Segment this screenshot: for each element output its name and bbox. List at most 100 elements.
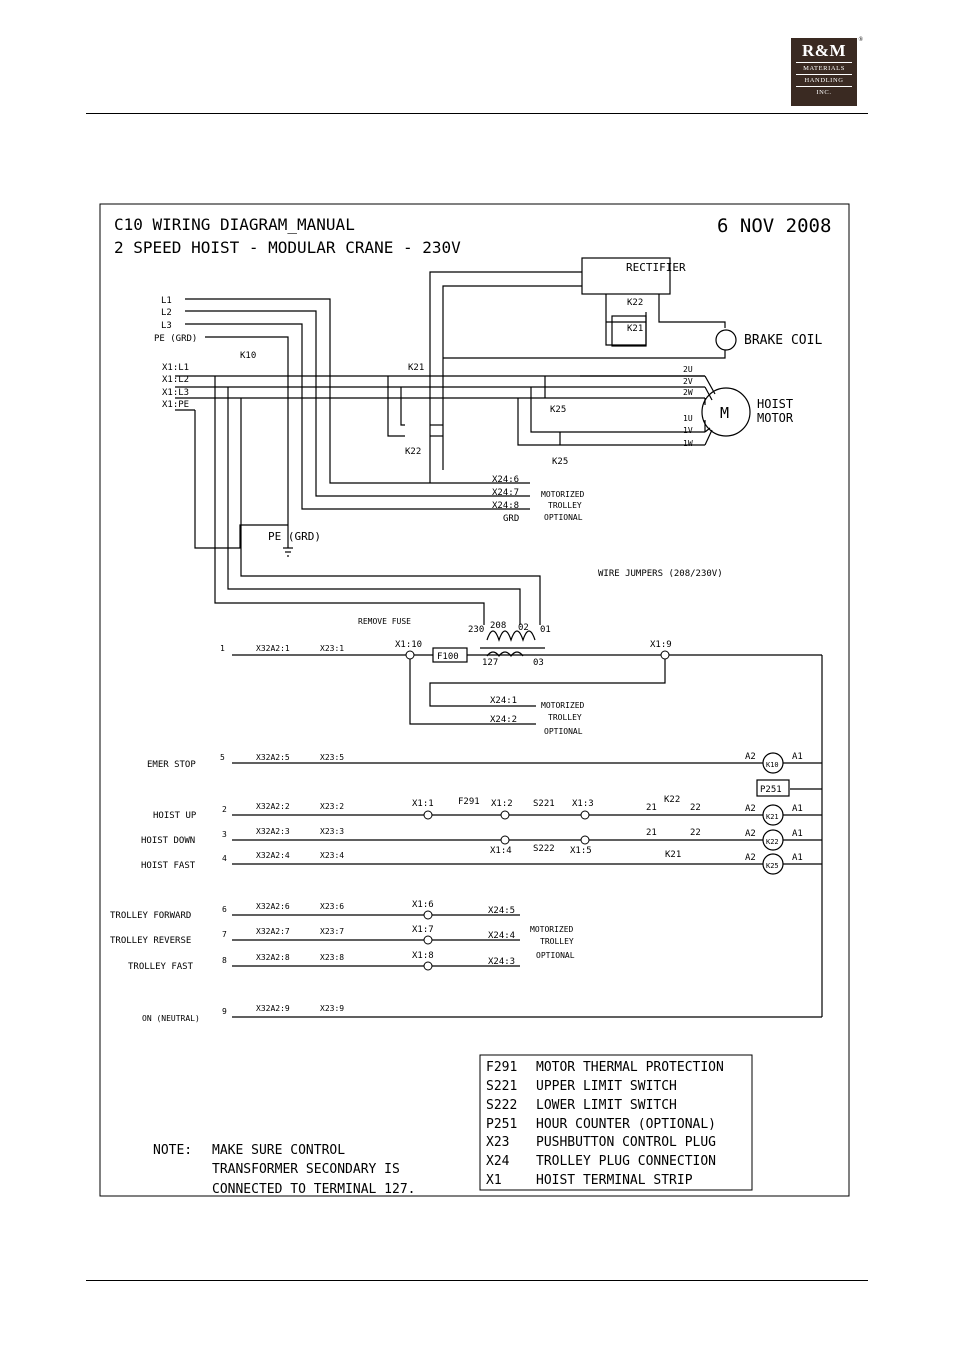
label-trolley-2: TROLLEY xyxy=(548,713,582,722)
label-hoist-down: HOIST DOWN xyxy=(141,836,195,846)
diagram-title: C10 WIRING DIAGRAM_MANUAL xyxy=(114,215,355,234)
label-k21-rect: K21 xyxy=(627,324,643,334)
label-optional-1: OPTIONAL xyxy=(544,513,583,522)
terminal-2w: 2W xyxy=(683,388,693,397)
label-t03: 03 xyxy=(533,658,544,668)
legend-code: X24 xyxy=(486,1154,510,1169)
label-p251: P251 xyxy=(760,785,782,795)
label-x1-2: X1:2 xyxy=(491,799,513,809)
row-x23: X23:9 xyxy=(320,1004,344,1013)
brake-coil-symbol xyxy=(715,329,737,351)
label-s222: S222 xyxy=(533,844,555,854)
label-trolley-fast: TROLLEY FAST xyxy=(128,962,194,972)
label-x1-1: X1:1 xyxy=(412,799,434,809)
row-x32: X32A2:6 xyxy=(256,902,290,911)
label-k21-ctrl: K21 xyxy=(665,850,681,860)
label-pe-mid: PE (GRD) xyxy=(268,530,321,543)
coil-label-k22: K22 xyxy=(766,838,779,846)
rectifier-box xyxy=(581,257,671,295)
label-x24-5: X24:5 xyxy=(488,906,515,916)
coil-k10 xyxy=(762,752,784,774)
hoist-label: HOIST xyxy=(757,397,793,411)
registered-mark: ® xyxy=(858,37,863,43)
label-x1l1: X1:L1 xyxy=(162,363,189,373)
row-x23: X23:4 xyxy=(320,851,344,860)
row-num: 8 xyxy=(222,956,227,965)
label-x1-5: X1:5 xyxy=(570,846,592,856)
label-x24-8: X24:8 xyxy=(492,501,519,511)
label-x24-6: X24:6 xyxy=(492,475,519,485)
label-optional-3: OPTIONAL xyxy=(536,951,575,960)
label-on-neutral: ON (NEUTRAL) xyxy=(142,1014,200,1023)
row-x32: X32A2:5 xyxy=(256,753,290,762)
row-num: 5 xyxy=(220,753,225,762)
control-rows: 1 X32A2:1 X23:1 5 X32A2:5 X23:5 2 X32A2:… xyxy=(220,644,344,1016)
label-motorized-1: MOTORIZED xyxy=(541,490,585,499)
label-pe-top: PE (GRD) xyxy=(154,334,197,344)
label-c21-b: 21 xyxy=(646,828,657,838)
row-num: 1 xyxy=(220,644,225,653)
label-a1-4: A1 xyxy=(792,853,803,863)
legend: F291 MOTOR THERMAL PROTECTION S221 UPPER… xyxy=(486,1060,724,1188)
label-s221: S221 xyxy=(533,799,555,809)
label-x1-3: X1:3 xyxy=(572,799,594,809)
legend-desc: PUSHBUTTON CONTROL PLUG xyxy=(536,1135,716,1150)
label-c22-a: 22 xyxy=(690,803,701,813)
label-wire-jumpers: WIRE JUMPERS (208/230V) xyxy=(598,569,723,579)
terminal-2u: 2U xyxy=(683,365,693,374)
label-l1: L1 xyxy=(161,296,172,306)
label-remove-fuse: REMOVE FUSE xyxy=(358,617,411,626)
label-a2-4: A2 xyxy=(745,853,756,863)
label-x1-9: X1:9 xyxy=(650,640,672,650)
row-num: 9 xyxy=(222,1007,227,1016)
legend-desc: MOTOR THERMAL PROTECTION xyxy=(536,1060,724,1075)
fuse-box xyxy=(432,647,468,663)
legend-desc: TROLLEY PLUG CONNECTION xyxy=(536,1154,716,1169)
legend-code: P251 xyxy=(486,1117,517,1132)
motor-label: MOTOR xyxy=(757,411,794,425)
label-a2-3: A2 xyxy=(745,829,756,839)
brake-coil-label: BRAKE COIL xyxy=(744,333,822,348)
note-line-3: CONNECTED TO TERMINAL 127. xyxy=(212,1182,416,1197)
label-emer-stop: EMER STOP xyxy=(147,760,196,770)
hour-counter-box xyxy=(756,779,790,797)
coil-k25 xyxy=(762,853,784,875)
label-x24-7: X24:7 xyxy=(492,488,519,498)
coil-label-k21: K21 xyxy=(766,813,779,821)
label-trolley-3: TROLLEY xyxy=(540,937,574,946)
diagram-labels: RECTIFIER BRAKE COIL HOIST MOTOR M L1 L2… xyxy=(110,261,822,1023)
label-c22-b: 22 xyxy=(690,828,701,838)
header-rule xyxy=(86,113,868,114)
label-trolley-1: TROLLEY xyxy=(548,501,582,510)
row-x32: X32A2:8 xyxy=(256,953,290,962)
label-t127: 127 xyxy=(482,658,498,668)
legend-code: S221 xyxy=(486,1079,517,1094)
label-k22-rect: K22 xyxy=(627,298,643,308)
label-t01: 01 xyxy=(540,625,551,635)
legend-desc: UPPER LIMIT SWITCH xyxy=(536,1079,677,1094)
terminal-2v: 2V xyxy=(683,377,693,386)
row-x23: X23:8 xyxy=(320,953,344,962)
row-x23: X23:6 xyxy=(320,902,344,911)
terminal-1u: 1U xyxy=(683,414,693,423)
label-x1-8: X1:8 xyxy=(412,951,434,961)
row-x23: X23:1 xyxy=(320,644,344,653)
row-num: 4 xyxy=(222,854,227,863)
label-k21-main: K21 xyxy=(408,363,424,373)
row-num: 6 xyxy=(222,905,227,914)
label-k25-b: K25 xyxy=(552,457,568,467)
label-trolley-reverse: TROLLEY REVERSE xyxy=(110,936,191,946)
row-x32: X32A2:3 xyxy=(256,827,290,836)
row-x32: X32A2:9 xyxy=(256,1004,290,1013)
rectifier-label: RECTIFIER xyxy=(626,261,686,274)
label-k10: K10 xyxy=(240,351,256,361)
diagram-subtitle: 2 SPEED HOIST - MODULAR CRANE - 230V xyxy=(114,238,461,257)
logo-monogram: R&M xyxy=(802,41,846,60)
label-hoist-fast: HOIST FAST xyxy=(141,861,196,871)
label-x24-3: X24:3 xyxy=(488,957,515,967)
terminal-1v: 1V xyxy=(683,426,693,435)
label-grd: GRD xyxy=(503,514,519,524)
row-x32: X32A2:7 xyxy=(256,927,290,936)
label-a1-2: A1 xyxy=(792,804,803,814)
